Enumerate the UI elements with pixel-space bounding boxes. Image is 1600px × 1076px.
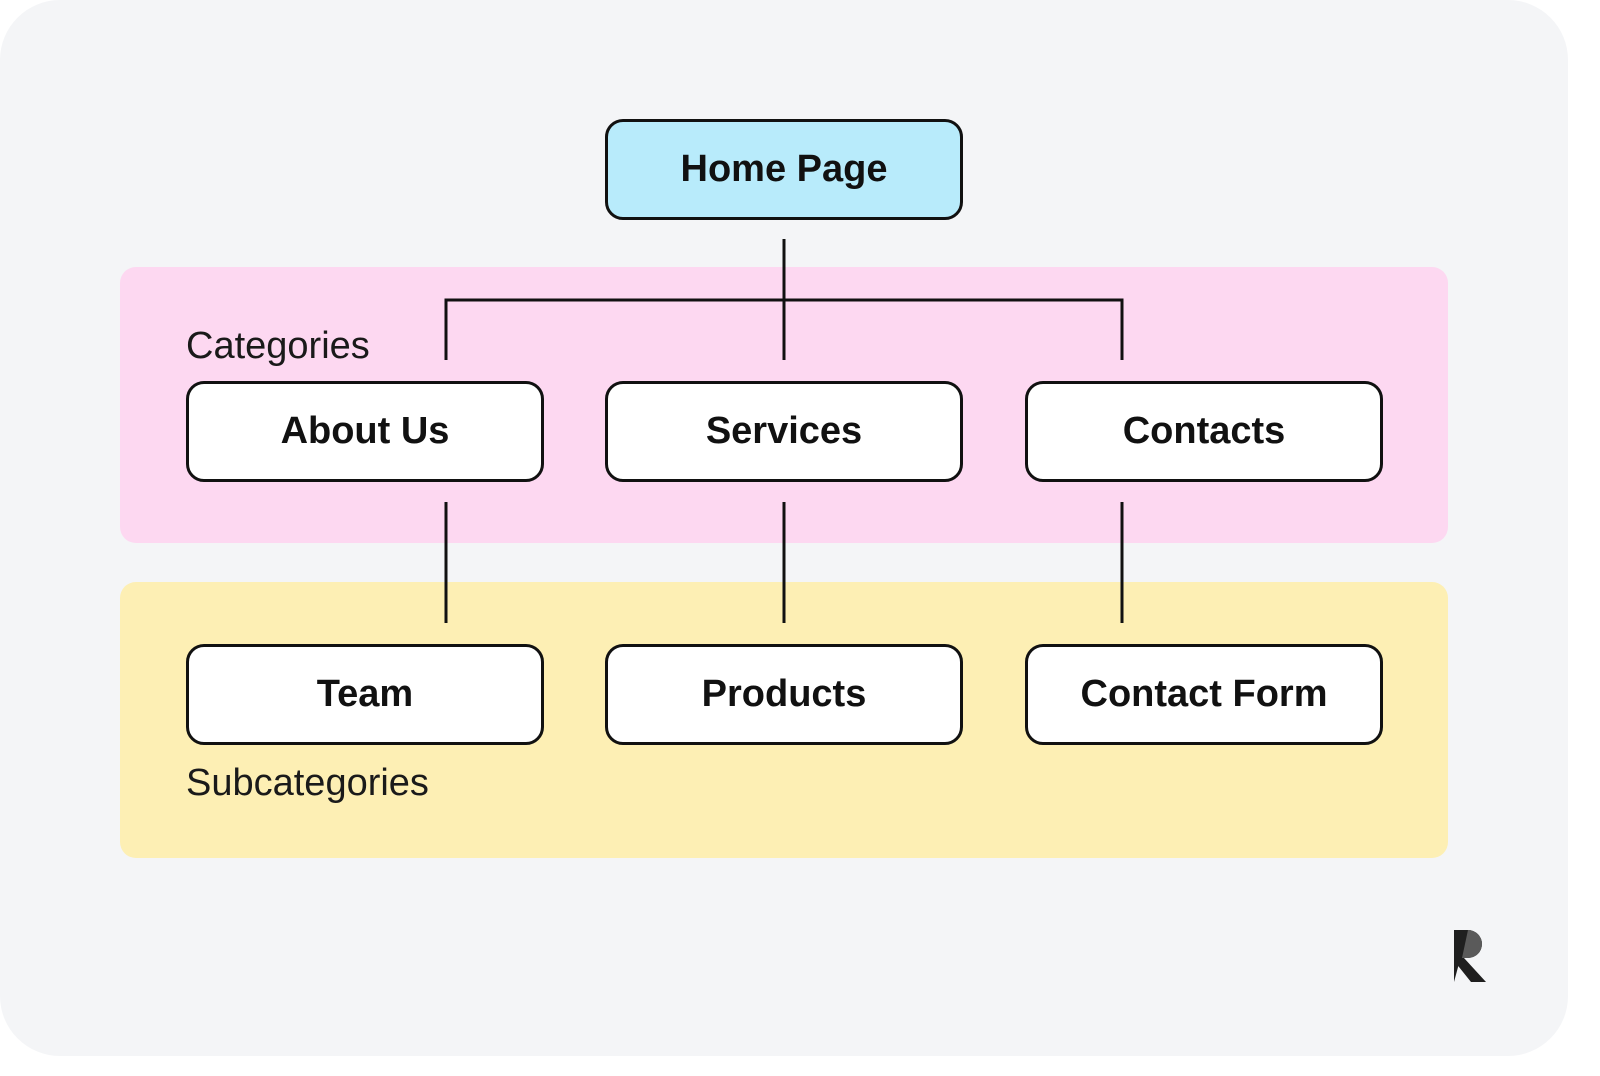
node-services: Services [605, 381, 963, 482]
categories-label: Categories [186, 325, 370, 367]
node-products: Products [605, 644, 963, 745]
node-about-us: About Us [186, 381, 544, 482]
subcategories-label: Subcategories [186, 762, 429, 804]
brand-logo-icon [1454, 930, 1486, 982]
node-contacts: Contacts [1025, 381, 1383, 482]
node-team: Team [186, 644, 544, 745]
diagram-canvas: Categories Subcategories Home Page About… [0, 0, 1568, 1056]
node-home-page: Home Page [605, 119, 963, 220]
node-contact-form: Contact Form [1025, 644, 1383, 745]
